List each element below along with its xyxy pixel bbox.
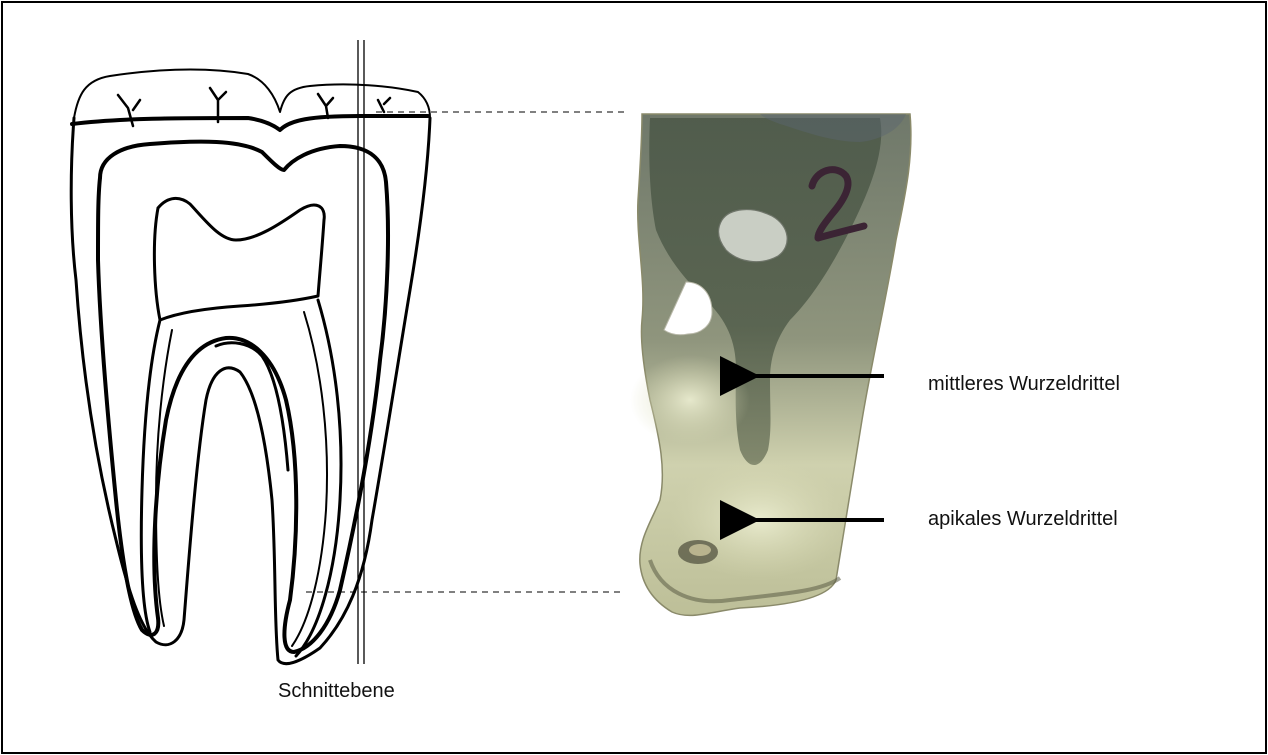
- middle-root-third-label: mittleres Wurzeldrittel: [928, 373, 1120, 396]
- fissure-mark-3: [318, 94, 333, 118]
- furcation-line: [216, 343, 288, 470]
- tooth-section-photo: [630, 114, 911, 615]
- cutting-plane-label: Schnittebene: [278, 680, 395, 703]
- enamel-junction-line: [72, 116, 428, 130]
- apical-root-third-label: apikales Wurzeldrittel: [928, 508, 1118, 531]
- section-haze-mid: [630, 355, 750, 445]
- tooth-outline-drawing: [71, 70, 430, 664]
- pulp-chamber: [154, 198, 324, 320]
- crown-occlusal-edge: [74, 70, 430, 118]
- section-apical-blob-inner: [689, 544, 711, 556]
- fissure-mark-4: [378, 98, 390, 112]
